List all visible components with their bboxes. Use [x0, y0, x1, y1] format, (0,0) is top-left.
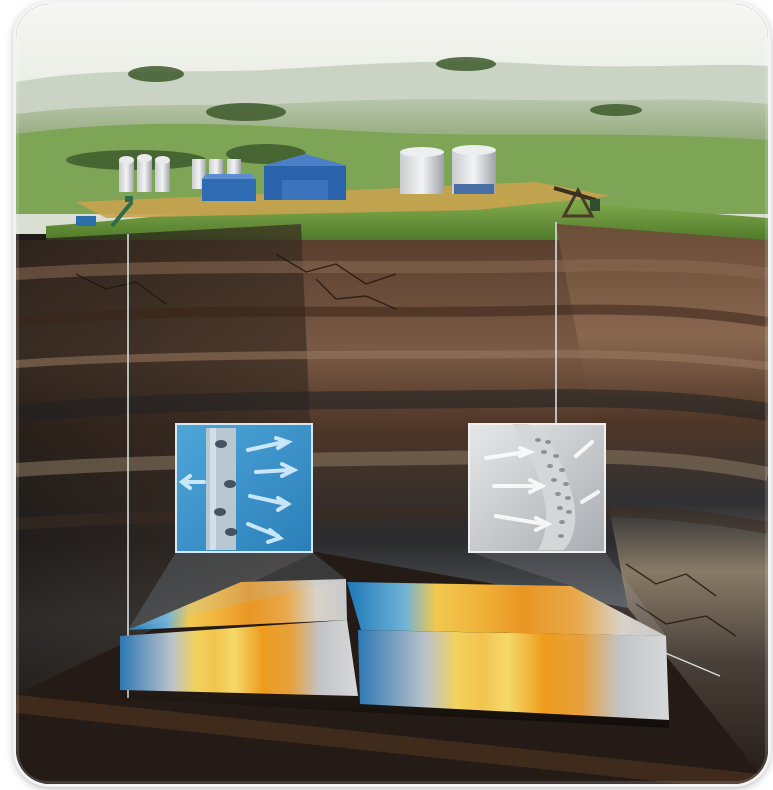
- landscape: [16, 4, 768, 240]
- flow-arrows: [178, 436, 299, 544]
- pump-unit-icon: [76, 196, 134, 228]
- image-frame: [16, 4, 768, 784]
- tree-line: [66, 57, 642, 170]
- reservoir-illustration: [16, 4, 768, 784]
- inset-left: [128, 423, 346, 630]
- inset-right: [468, 423, 666, 636]
- pumpjack-icon: [553, 186, 600, 218]
- storage-tanks: [400, 145, 496, 194]
- reservoir-block: [120, 579, 669, 728]
- buildings: [202, 154, 348, 201]
- surface-facility: [76, 145, 600, 228]
- rock-cracks: [75, 253, 737, 637]
- gas-flow-arrows: [484, 440, 600, 532]
- rock-strata: [16, 259, 768, 534]
